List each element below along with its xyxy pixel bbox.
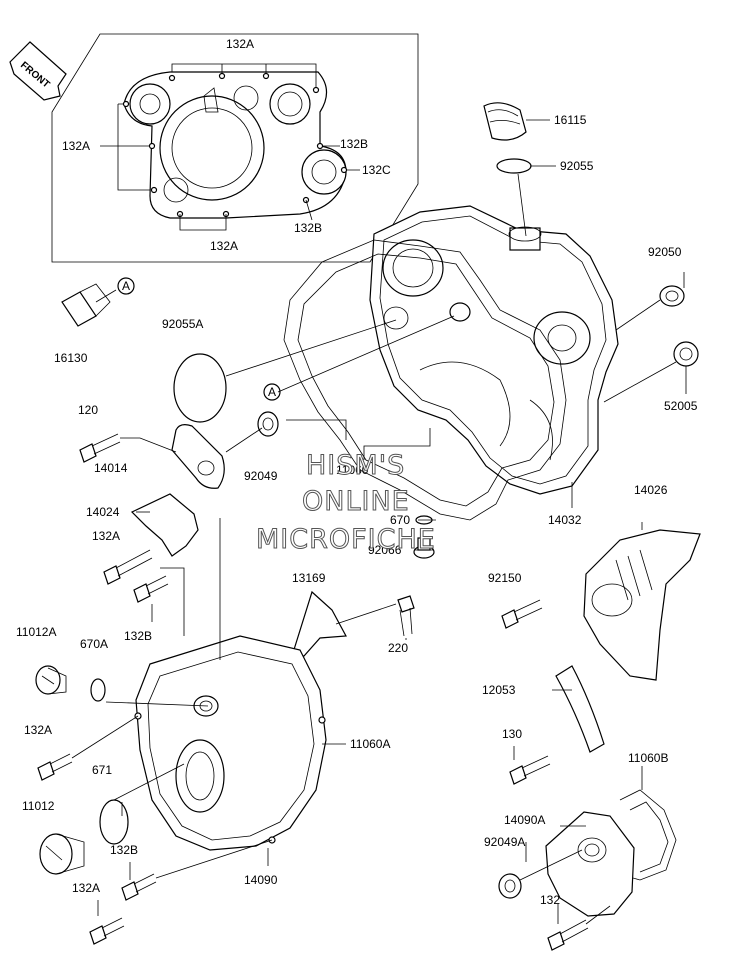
bolt-132a-mid-icon [103,549,153,585]
label-11012: 11012 [22,799,55,813]
front-arrow-icon: FRONT [9,41,67,101]
plug-11012-icon [39,833,85,875]
label-670: 670 [390,513,410,527]
label-14090: 14090 [244,873,278,887]
label-14024: 14024 [86,505,120,519]
label-671: 671 [92,763,112,777]
label-11060a: 11060A [350,737,390,751]
svg-text:HISM'S: HISM'S [306,450,405,481]
label-92049a: 92049A [484,835,525,849]
label-92049: 92049 [244,469,278,483]
label-12053: 12053 [482,683,516,697]
label-16115: 16115 [554,113,587,127]
bolt-132b-mid-icon [133,575,169,603]
callout-a-mid: A [263,383,281,401]
gasket-11060-icon [283,239,567,521]
plate-12053-icon [555,665,605,753]
label-14026: 14026 [634,483,668,497]
part-labels: 132A 132A 132B 132C 132B 132A 16115 9205… [16,37,698,907]
label-132b-lower: 132B [294,221,322,235]
label-132a-mid: 132A [92,529,120,543]
label-132a-top: 132A [226,37,254,51]
label-92055: 92055 [560,159,594,173]
bolt-130-icon [509,755,551,785]
o-ring-92055a-icon [173,353,227,423]
label-14090a: 14090A [504,813,545,827]
label-92066: 92066 [368,543,402,557]
gasket-11060b-icon [611,789,677,881]
bolt-132a-low-icon [37,753,73,781]
bolt-132-icon [547,919,589,951]
label-92050: 92050 [648,245,682,259]
bracket-13169-icon [291,590,347,657]
o-ring-671-icon [99,799,129,845]
label-130: 130 [502,727,522,741]
callout-a-top: A [117,277,135,295]
clutch-cover-icon [369,205,619,495]
magneto-cover-11060a-icon [134,635,327,851]
label-16130: 16130 [54,351,88,365]
svg-text:MICROFICHE: MICROFICHE [256,524,436,555]
bolt-132b-bottom-icon [121,873,157,901]
plate-14014-icon [171,424,225,489]
oil-filler-cap-icon [483,102,527,141]
o-ring-670a-icon [90,678,106,702]
label-132b-bottom: 132B [110,843,138,857]
label-132a-bottom: 132A [210,239,238,253]
label-13169: 13169 [292,571,326,585]
seal-92049a-icon [498,873,522,899]
o-ring-92055-icon [496,158,532,174]
bolt-92150-icon [501,599,543,629]
label-670a: 670A [80,637,108,651]
seal-52005-icon [673,341,699,367]
label-11012a: 11012A [16,625,56,639]
label-92150: 92150 [488,571,522,585]
label-132a-low: 132A [24,723,52,737]
label-14014: 14014 [94,461,128,475]
label-132a-left: 132A [62,139,90,153]
label-132b-mid: 132B [124,629,152,643]
label-220: 220 [388,641,408,655]
plug-11012a-icon [35,665,67,695]
label-120: 120 [78,403,98,417]
seal-92050-icon [659,285,685,307]
label-11060b: 11060B [628,751,668,765]
guide-14024-icon [130,493,199,557]
label-132c: 132C [362,163,391,177]
label-11060: 11060 [336,463,369,477]
bolt-132a-bottom-icon [89,917,125,945]
svg-text:ONLINE: ONLINE [302,486,410,517]
label-92055a: 92055A [162,317,203,331]
sprocket-cover-14026-icon [583,529,701,681]
plug-92066-icon [413,537,435,559]
bolt-220-icon [397,595,415,637]
watermark: HISM'S ONLINE MICROFICHE [256,450,436,556]
label-132b-upper: 132B [340,137,368,151]
svg-text:A: A [268,385,276,399]
label-52005: 52005 [664,399,698,413]
bolt-120-icon [79,433,121,463]
cover-14090a-icon [545,811,635,917]
leader-lines [71,119,687,925]
svg-text:A: A [122,279,130,293]
bolt-16130-icon [61,283,111,327]
label-132a-bot: 132A [72,881,100,895]
seal-92049-icon [257,411,279,437]
label-14032: 14032 [548,513,582,527]
inset-crankcase-view [51,33,419,263]
label-132: 132 [540,893,560,907]
